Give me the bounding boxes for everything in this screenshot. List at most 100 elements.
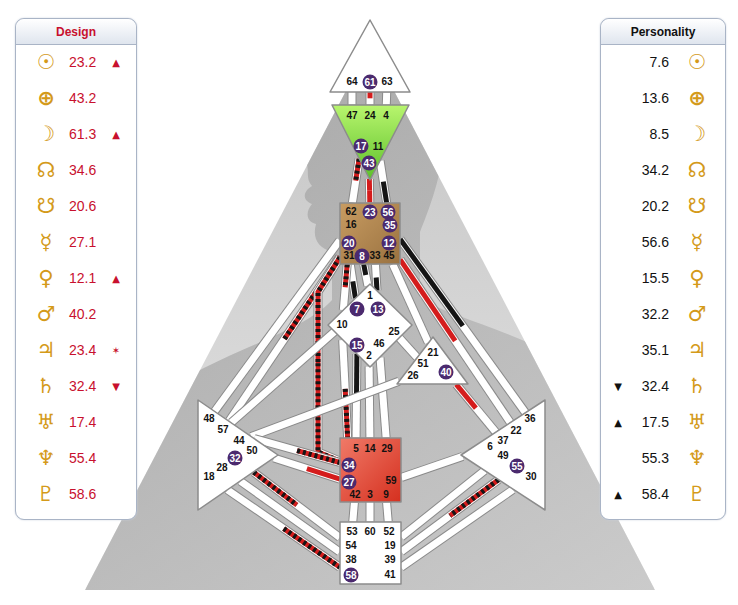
channel-outline <box>228 490 340 568</box>
activation-marker: ▲ <box>112 273 120 284</box>
center-outline <box>330 20 410 92</box>
channel-half <box>456 384 476 408</box>
active-gate-number: 15 <box>350 338 365 353</box>
activation-marker: ▲ <box>614 417 622 428</box>
center-outline <box>328 284 412 367</box>
channel-body <box>353 503 355 522</box>
panel-header-bar: Personality <box>601 19 725 45</box>
active-gate-number: 20 <box>342 236 357 251</box>
gate-line-value: 8.5 <box>650 126 669 142</box>
channel-body <box>228 490 340 568</box>
planet-symbol: ☊ <box>37 158 56 182</box>
channel-body <box>380 161 387 203</box>
gate-number: 31 <box>343 250 354 262</box>
gate-line-value: 55.3 <box>642 450 669 466</box>
gate-number: 45 <box>383 250 394 262</box>
center-outline <box>340 203 400 264</box>
channel <box>228 490 340 568</box>
energy-center: 536052541938395841 <box>340 522 401 584</box>
gate-line-value: 56.6 <box>642 234 669 250</box>
gate-number: 1 <box>367 290 373 302</box>
channel <box>352 159 359 203</box>
channel-body <box>343 340 348 438</box>
center-outline <box>198 400 278 510</box>
active-gate-number: 55 <box>510 459 525 474</box>
activation-marker: ▼ <box>614 381 622 392</box>
active-gate-number: 43 <box>362 156 377 171</box>
channel <box>380 161 387 203</box>
channel-outline <box>353 503 355 522</box>
gate-number: 60 <box>364 526 375 538</box>
channel-body <box>387 503 389 522</box>
channel <box>274 458 340 479</box>
gate-number: 19 <box>384 540 395 552</box>
gate-number: 3 <box>367 489 373 501</box>
planet-symbol: ♂ <box>37 302 56 326</box>
gate-line-value: 17.4 <box>69 414 96 430</box>
channel <box>386 93 387 105</box>
gate-number: 54 <box>345 540 356 552</box>
gate-number: 36 <box>524 413 535 425</box>
gate-number: 28 <box>216 462 227 474</box>
channel-half-stripes <box>284 529 340 568</box>
channel-body <box>318 257 340 461</box>
planet-symbol: ☋ <box>688 194 707 218</box>
gate-number: 37 <box>497 435 508 447</box>
active-gate-number: 27 <box>342 475 357 490</box>
gate-number: 49 <box>497 450 508 462</box>
planet-symbol: ♇ <box>688 482 707 506</box>
channel-outline <box>399 338 417 357</box>
energy-center: 1713102515462 <box>328 284 412 367</box>
active-gate-number: 34 <box>342 458 357 473</box>
channel-outline <box>343 340 348 438</box>
gate-number: 59 <box>385 475 396 487</box>
gate-line-value: 34.6 <box>69 162 96 178</box>
channel-outline <box>387 503 389 522</box>
channel <box>370 92 371 105</box>
gate-number: 6 <box>487 441 493 453</box>
channel-outline <box>348 92 357 105</box>
channel-outline <box>343 264 347 310</box>
gate-line-value: 23.4 <box>69 342 96 358</box>
planet-symbol: ☉ <box>688 50 707 74</box>
channel-body <box>251 381 399 436</box>
gate-number: 38 <box>345 554 356 566</box>
gate-number: 14 <box>364 443 375 455</box>
planet-symbol: ♃ <box>688 338 707 362</box>
channel-half <box>353 281 356 298</box>
channel-outline <box>365 367 375 438</box>
gate-line-value: 35.1 <box>642 342 669 358</box>
gate-number: 4 <box>383 110 389 122</box>
channel-body <box>376 265 378 291</box>
gate-line-value: 13.6 <box>642 90 669 106</box>
channel <box>376 265 378 291</box>
gate-number: 33 <box>369 250 380 262</box>
channel-body <box>399 338 417 357</box>
channel-half <box>368 92 373 98</box>
planet-symbol: ♇ <box>37 482 56 506</box>
gate-line-value: 55.4 <box>69 450 96 466</box>
channel-outline <box>318 257 340 461</box>
planet-symbol: ♅ <box>37 410 56 434</box>
channel <box>380 358 386 438</box>
channel <box>401 480 498 552</box>
channel-half-stripes <box>297 451 340 463</box>
gate-number: 5 <box>353 443 359 455</box>
center-outline <box>461 400 545 510</box>
channel-half-both <box>356 159 359 181</box>
gate-line-value: 17.5 <box>642 414 669 430</box>
channel-half <box>364 264 366 275</box>
gate-number: 10 <box>336 319 347 331</box>
gate-number: 2 <box>366 350 372 362</box>
energy-center: 514293427594239 <box>340 438 401 502</box>
gate-number: 53 <box>346 526 357 538</box>
channel-outline <box>401 480 498 552</box>
gate-number: 48 <box>203 413 214 425</box>
planet-symbol: ♄ <box>688 374 707 398</box>
gate-line-value: 58.4 <box>642 486 669 502</box>
channel-half <box>354 354 359 396</box>
gate-number: 25 <box>388 326 399 338</box>
channel-half <box>367 191 372 203</box>
gate-number: 11 <box>373 141 384 153</box>
